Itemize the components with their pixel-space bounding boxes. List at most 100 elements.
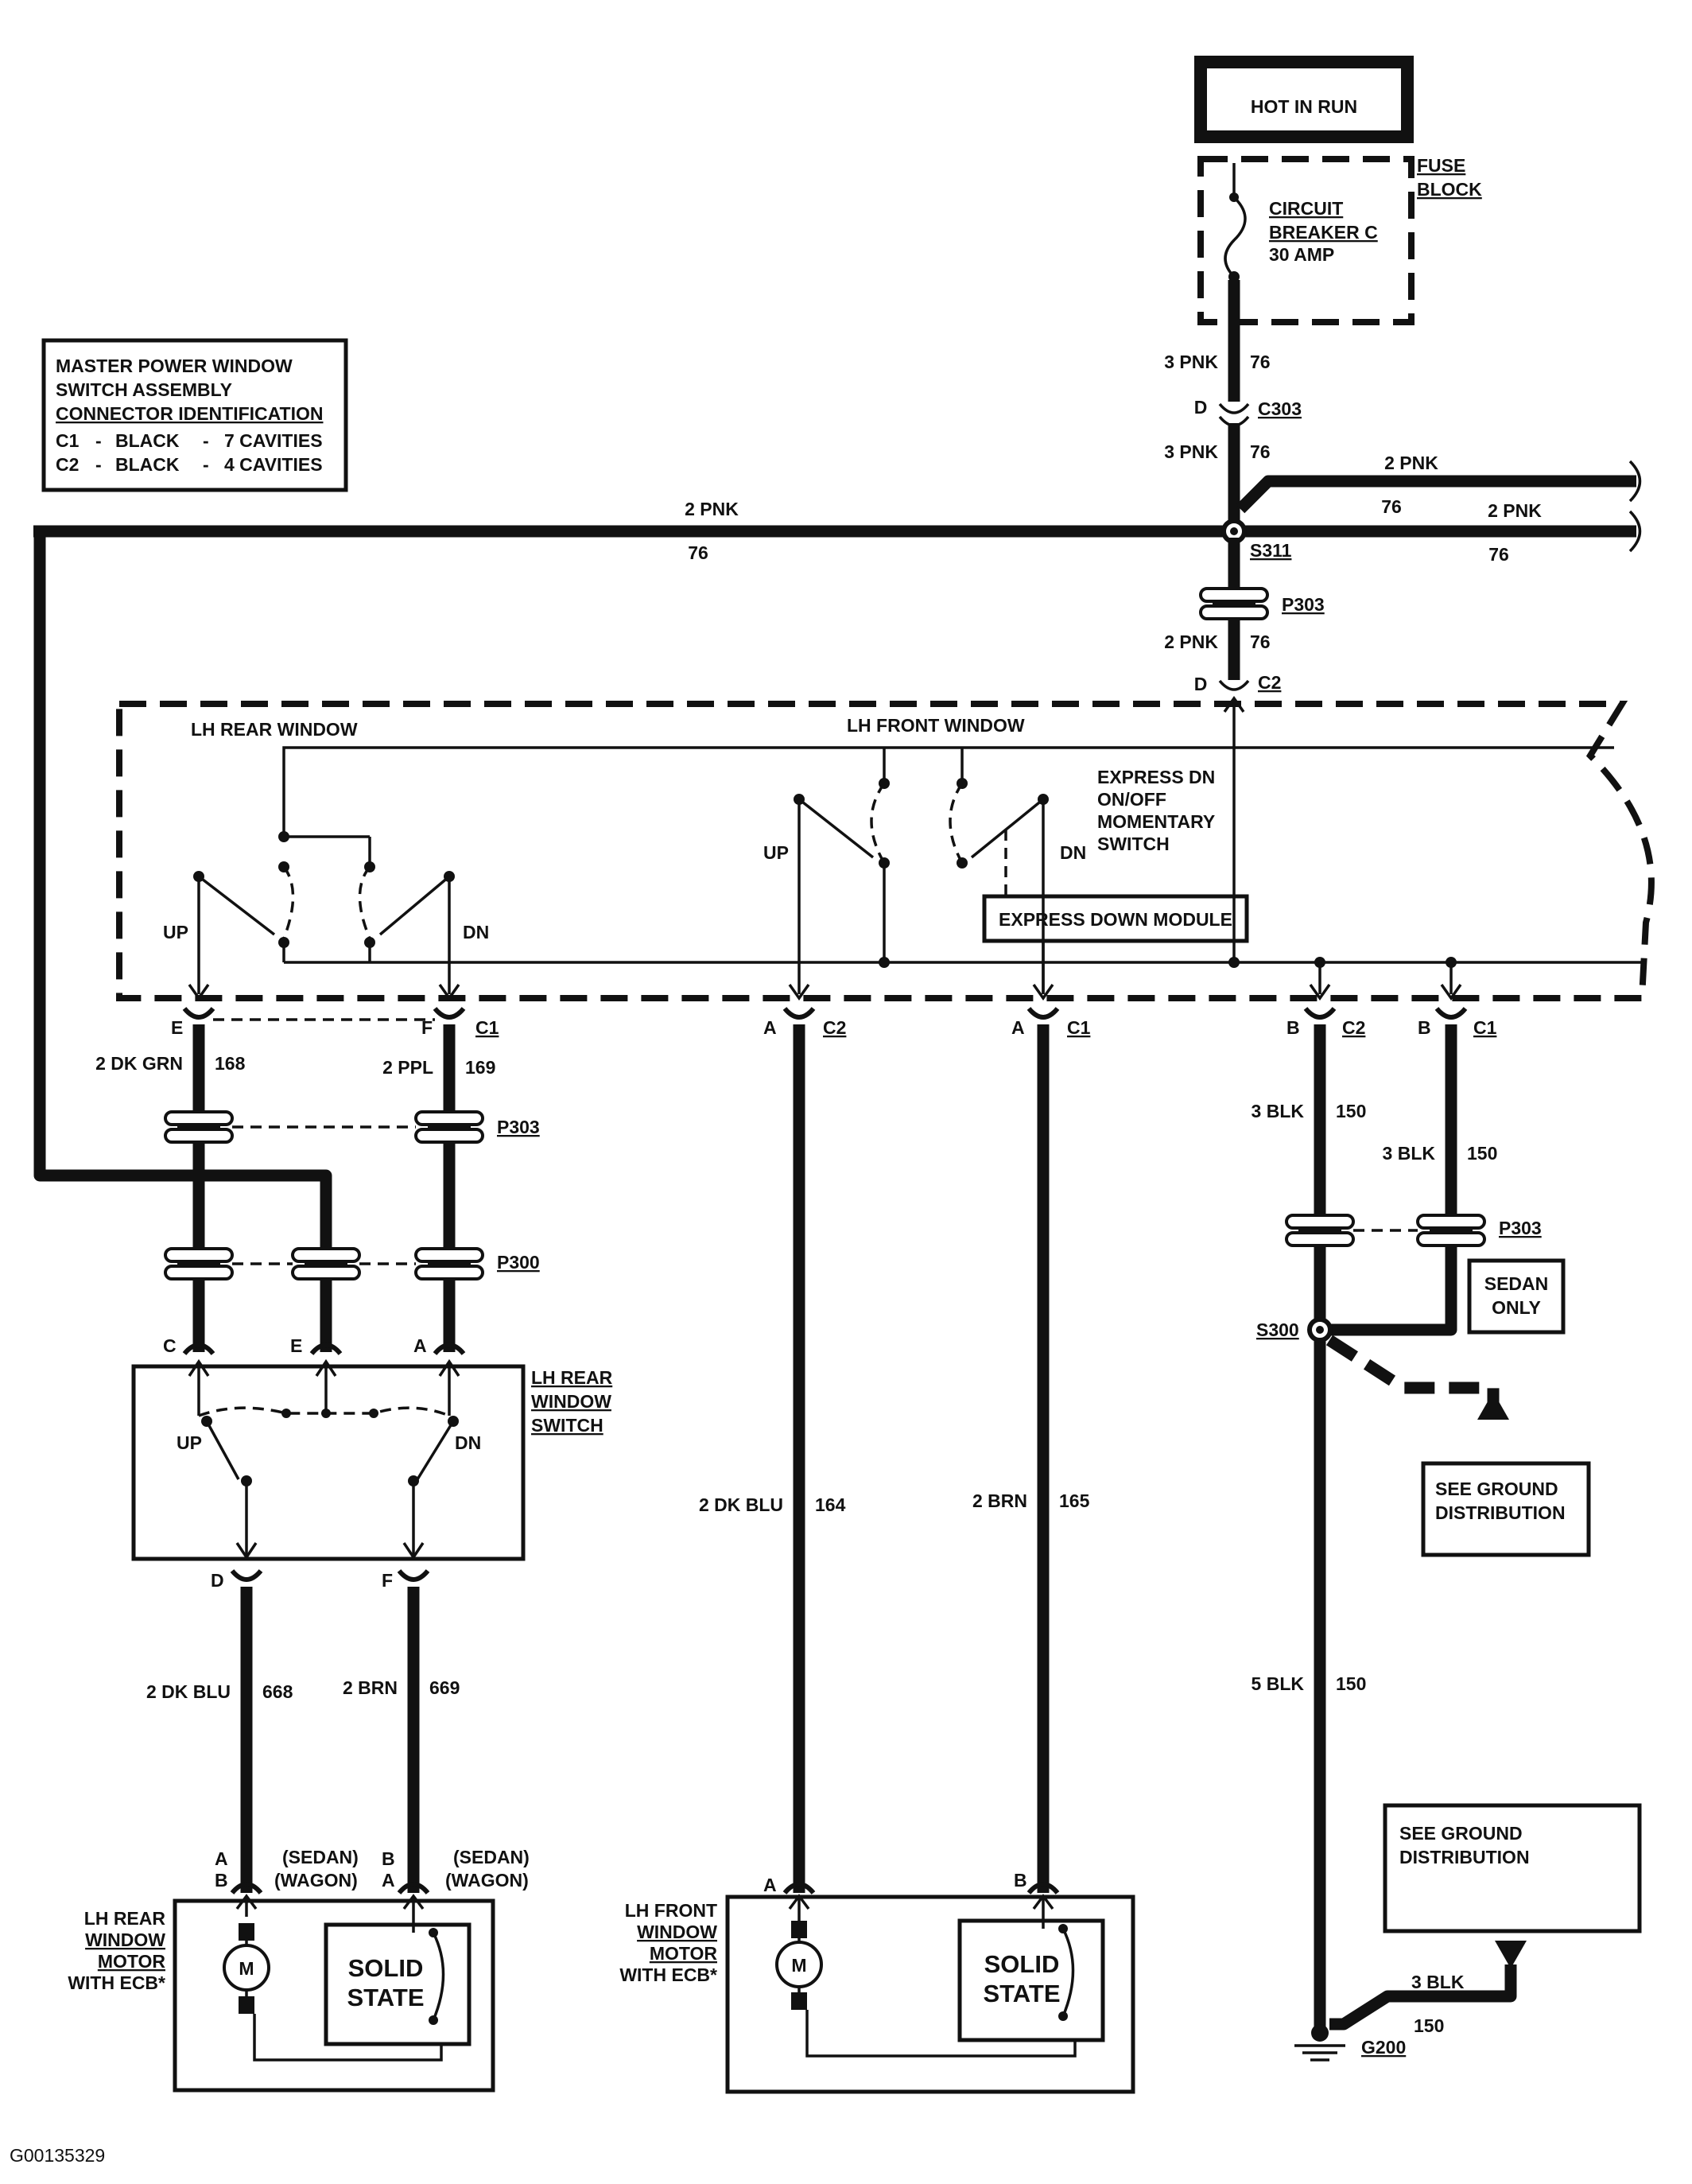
svg-text:SEE GROUND: SEE GROUND <box>1399 1823 1523 1844</box>
lh-rear-window-motor-box <box>173 1898 495 2093</box>
svg-text:EXPRESS DN: EXPRESS DN <box>1097 767 1215 787</box>
svg-text:2 DK GRN: 2 DK GRN <box>95 1053 183 1074</box>
ground-g200 <box>1311 2024 1329 2042</box>
svg-text:B: B <box>215 1870 228 1891</box>
svg-text:B: B <box>382 1848 395 1869</box>
svg-text:EXPRESS DOWN MODULE: EXPRESS DOWN MODULE <box>999 909 1232 930</box>
svg-text:2 PNK: 2 PNK <box>1384 453 1438 473</box>
svg-text:SWITCH: SWITCH <box>531 1415 603 1436</box>
svg-text:D: D <box>1194 397 1208 418</box>
svg-text:150: 150 <box>1414 2015 1444 2036</box>
svg-text:F: F <box>421 1017 433 1038</box>
svg-text:150: 150 <box>1467 1143 1497 1164</box>
connector-p303-right <box>1285 1214 1486 1247</box>
svg-text:5 BLK: 5 BLK <box>1252 1673 1305 1694</box>
svg-text:76: 76 <box>1250 631 1271 652</box>
connector-c303 <box>1218 402 1250 414</box>
svg-text:SWITCH: SWITCH <box>1097 834 1170 854</box>
svg-text:CONNECTOR IDENTIFICATION: CONNECTOR IDENTIFICATION <box>56 403 323 424</box>
svg-text:3 PNK: 3 PNK <box>1164 441 1218 462</box>
svg-text:DN: DN <box>455 1432 481 1453</box>
svg-text:669: 669 <box>429 1677 460 1698</box>
svg-text:2 BRN: 2 BRN <box>343 1677 398 1698</box>
svg-text:3 BLK: 3 BLK <box>1411 1972 1465 1992</box>
svg-text:76: 76 <box>1381 496 1402 517</box>
svg-text:G200: G200 <box>1361 2037 1406 2058</box>
svg-text:WITH ECB*: WITH ECB* <box>68 1972 165 1993</box>
express-down-module <box>982 894 1249 943</box>
svg-text:C2: C2 <box>1342 1017 1365 1038</box>
fuse-block-box <box>1197 156 1415 325</box>
see-ground-box-1 <box>1421 1461 1591 1557</box>
svg-text:MOMENTARY: MOMENTARY <box>1097 811 1215 832</box>
svg-text:(WAGON): (WAGON) <box>274 1870 358 1891</box>
connector-p300 <box>164 1247 484 1280</box>
rear-solid-state <box>324 1922 472 2046</box>
svg-text:150: 150 <box>1336 1101 1366 1121</box>
breaker-label-2: BREAKER C <box>1269 222 1378 243</box>
svg-text:2 DK BLU: 2 DK BLU <box>146 1681 231 1702</box>
svg-text:WITH ECB*: WITH ECB* <box>619 1964 717 1985</box>
hot-in-run-box <box>1194 56 1414 143</box>
svg-text:WINDOW: WINDOW <box>637 1922 717 1942</box>
svg-text:B: B <box>1014 1870 1027 1891</box>
svg-text:2 PNK: 2 PNK <box>1164 631 1218 652</box>
svg-text:E: E <box>171 1017 183 1038</box>
svg-text:P300: P300 <box>497 1252 540 1273</box>
lh-front-window-motor-box <box>725 1894 1135 2094</box>
svg-text:76: 76 <box>1488 544 1509 565</box>
lh-rear-window-switch-box <box>131 1364 526 1561</box>
svg-text:P303: P303 <box>497 1117 540 1137</box>
lh-front-window-label: LH FRONT WINDOW <box>847 715 1025 736</box>
front-solid-state <box>957 1918 1105 2042</box>
svg-text:A: A <box>413 1335 427 1356</box>
svg-text:A: A <box>215 1848 228 1869</box>
svg-text:DN: DN <box>1060 842 1086 863</box>
svg-text:LH REAR: LH REAR <box>531 1367 613 1388</box>
svg-text:DN: DN <box>463 922 489 942</box>
svg-text:STATE: STATE <box>347 1984 424 2011</box>
hot-in-run-label: HOT IN RUN <box>1251 96 1357 117</box>
svg-text:-: - <box>203 454 209 475</box>
svg-text:D: D <box>211 1570 224 1591</box>
svg-text:P303: P303 <box>1499 1218 1542 1238</box>
svg-text:C1: C1 <box>1067 1017 1091 1038</box>
svg-text:E: E <box>290 1335 302 1356</box>
svg-text:(SEDAN): (SEDAN) <box>453 1847 530 1867</box>
svg-text:A: A <box>763 1875 777 1895</box>
fuse-block-label: FUSE <box>1417 155 1465 176</box>
svg-text:LH FRONT: LH FRONT <box>625 1900 717 1921</box>
svg-text:2 DK BLU: 2 DK BLU <box>699 1494 783 1515</box>
breaker-label: CIRCUIT <box>1269 198 1343 219</box>
svg-text:165: 165 <box>1059 1490 1090 1511</box>
connector-p303-top <box>1199 587 1269 620</box>
svg-text:2 BRN: 2 BRN <box>972 1490 1027 1511</box>
svg-text:4 CAVITIES: 4 CAVITIES <box>224 454 323 475</box>
svg-text:A: A <box>1011 1017 1025 1038</box>
svg-text:150: 150 <box>1336 1673 1366 1694</box>
svg-text:F: F <box>382 1570 393 1591</box>
svg-text:S311: S311 <box>1250 540 1292 561</box>
master-switch-assembly <box>116 701 1655 1001</box>
svg-text:MOTOR: MOTOR <box>98 1951 166 1972</box>
figure-id: G00135329 <box>10 2145 105 2166</box>
ground-dashed-run <box>1325 1335 1500 1408</box>
fuse-block-label-2: BLOCK <box>1417 179 1482 200</box>
svg-text:M: M <box>791 1955 806 1976</box>
svg-text:UP: UP <box>763 842 789 863</box>
svg-text:(WAGON): (WAGON) <box>445 1870 529 1891</box>
svg-text:M: M <box>239 1958 254 1979</box>
svg-text:-: - <box>95 454 102 475</box>
svg-text:2 PNK: 2 PNK <box>685 499 739 519</box>
connector-p303-left <box>164 1110 484 1144</box>
circuit-breaker-element <box>1224 163 1247 278</box>
svg-text:-: - <box>203 430 209 451</box>
svg-text:76: 76 <box>688 542 708 563</box>
svg-text:MASTER POWER WINDOW: MASTER POWER WINDOW <box>56 356 293 376</box>
svg-text:SEDAN: SEDAN <box>1484 1273 1549 1294</box>
svg-text:B: B <box>1418 1017 1431 1038</box>
svg-text:2 PPL: 2 PPL <box>382 1057 433 1078</box>
svg-text:MOTOR: MOTOR <box>650 1943 718 1964</box>
svg-text:169: 169 <box>465 1057 495 1078</box>
